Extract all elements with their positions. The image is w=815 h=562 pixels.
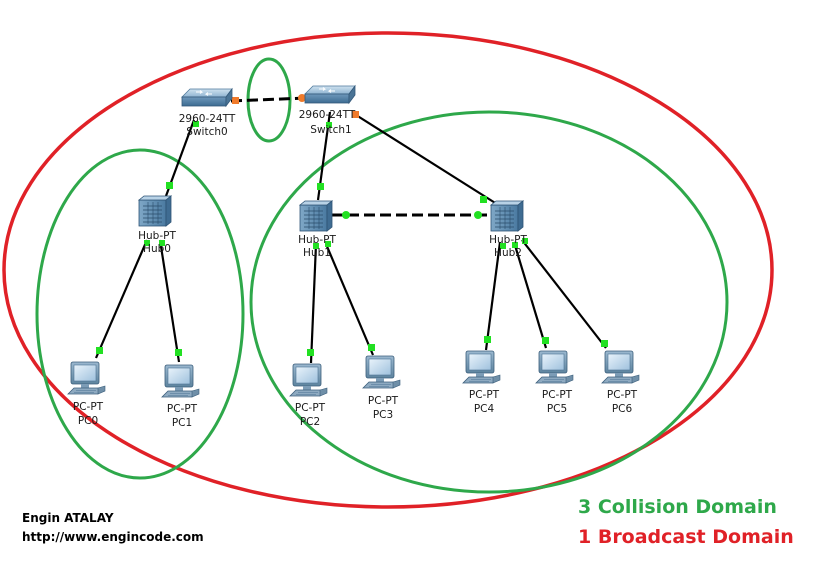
switch-icon — [181, 88, 233, 107]
pc3-model-label: PC-PT — [368, 395, 399, 407]
device-switch0[interactable] — [181, 88, 233, 107]
link-hub0-pc0[interactable] — [94, 239, 149, 359]
device-pc0[interactable] — [67, 361, 106, 395]
pc-icon — [67, 361, 106, 395]
port-pc3 — [368, 344, 375, 351]
link-hub2-pc5[interactable] — [512, 241, 548, 349]
switch1-name-label: Switch1 — [310, 124, 351, 136]
pc-icon — [161, 364, 200, 398]
collision-domain-left-ellipse — [35, 148, 245, 480]
device-pc1[interactable] — [161, 364, 200, 398]
port-switch1-to-hub2 — [352, 111, 359, 118]
author-credit: Engin ATALAY http://www.engincode.com — [22, 509, 204, 547]
device-pc6[interactable] — [601, 350, 640, 384]
port-hub1-to-switch1 — [317, 183, 324, 190]
pc3-name-label: PC3 — [373, 409, 393, 421]
port-hub0-to-switch0 — [166, 182, 173, 189]
device-pc2[interactable] — [289, 363, 328, 397]
switch0-name-label: Switch0 — [186, 126, 227, 138]
link-switch1-hub2[interactable] — [355, 114, 501, 207]
hub-icon — [138, 195, 172, 227]
switch-icon — [304, 85, 356, 104]
hub-icon — [490, 200, 524, 232]
port-pc0 — [96, 347, 103, 354]
link-switch0-switch1[interactable] — [230, 96, 307, 103]
broadcast-domain-count: 1 Broadcast Domain — [578, 526, 794, 548]
broadcast-domain-ellipse — [2, 31, 774, 509]
hub0-name-label: Hub0 — [143, 243, 171, 255]
pc1-name-label: PC1 — [172, 417, 192, 429]
port-pc5 — [542, 337, 549, 344]
author-url: http://www.engincode.com — [22, 530, 204, 544]
pc5-name-label: PC5 — [547, 403, 567, 415]
port-hub2-to-pc4 — [500, 243, 506, 249]
switch1-model-label: 2960-24TT — [299, 109, 356, 121]
pc6-name-label: PC6 — [612, 403, 633, 415]
device-hub2[interactable] — [490, 200, 524, 232]
port-hub2-to-hub1 — [474, 211, 482, 219]
pc-icon — [462, 350, 501, 384]
link-hub1-pc3[interactable] — [324, 243, 375, 356]
port-switch1-to-switch0 — [298, 94, 306, 102]
author-name: Engin ATALAY — [22, 511, 114, 525]
hub1-name-label: Hub1 — [303, 247, 331, 259]
pc6-model-label: PC-PT — [607, 389, 638, 401]
pc1-model-label: PC-PT — [167, 403, 198, 415]
domain-summary: 3 Collision Domain 1 Broadcast Domain — [578, 492, 794, 552]
pc0-name-label: PC0 — [78, 415, 98, 427]
port-hub0-to-pc1 — [159, 240, 165, 246]
device-switch1[interactable] — [304, 85, 356, 104]
pc2-name-label: PC2 — [300, 416, 320, 428]
port-hub1-to-pc2 — [313, 243, 319, 249]
port-hub1-to-hub2 — [342, 211, 350, 219]
pc5-model-label: PC-PT — [542, 389, 573, 401]
device-pc3[interactable] — [362, 355, 401, 389]
port-hub0-to-pc0 — [144, 240, 150, 246]
pc2-model-label: PC-PT — [295, 402, 326, 414]
pc4-model-label: PC-PT — [469, 389, 500, 401]
hub2-model-label: Hub-PT — [489, 234, 527, 246]
pc0-model-label: PC-PT — [73, 401, 104, 413]
device-hub1[interactable] — [299, 200, 333, 232]
device-pc4[interactable] — [462, 350, 501, 384]
pc-icon — [601, 350, 640, 384]
link-hub1-pc2[interactable] — [309, 243, 318, 364]
port-switch1-to-hub1 — [326, 122, 332, 128]
hub2-name-label: Hub2 — [494, 247, 522, 259]
hub0-model-label: Hub-PT — [138, 230, 176, 242]
domain-outlines — [2, 31, 774, 509]
device-hub0[interactable] — [138, 195, 172, 227]
port-switch0-to-hub0 — [193, 121, 199, 127]
link-hub0-pc1[interactable] — [158, 239, 181, 363]
port-hub2-to-pc6 — [522, 238, 528, 244]
port-pc2 — [307, 349, 314, 356]
port-switch0-to-switch1 — [232, 97, 239, 104]
port-hub1-to-pc3 — [325, 241, 331, 247]
pc-icon — [362, 355, 401, 389]
pc-icon — [535, 350, 574, 384]
collision-domain-right-ellipse — [249, 110, 729, 494]
port-pc4 — [484, 336, 491, 343]
pc4-name-label: PC4 — [474, 403, 495, 415]
hub-icon — [299, 200, 333, 232]
device-pc5[interactable] — [535, 350, 574, 384]
link-hub2-pc4[interactable] — [484, 241, 502, 351]
switch0-model-label: 2960-24TT — [179, 113, 236, 125]
collision-domain-count: 3 Collision Domain — [578, 496, 777, 518]
hub1-model-label: Hub-PT — [298, 234, 336, 246]
port-hub2-to-pc5 — [512, 242, 518, 248]
port-indicators — [96, 94, 608, 356]
port-hub2-to-switch1 — [480, 196, 487, 203]
port-pc1 — [175, 349, 182, 356]
link-hub2-pc6[interactable] — [521, 239, 607, 349]
port-pc6 — [601, 340, 608, 347]
links — [94, 96, 607, 364]
pc-icon — [289, 363, 328, 397]
